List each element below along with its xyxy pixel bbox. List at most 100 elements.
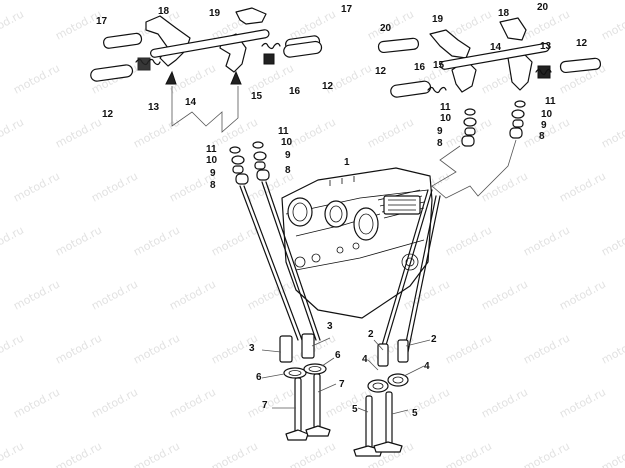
left-arrow-a <box>165 70 177 85</box>
callout-c18b: 18 <box>498 8 510 19</box>
watermark-text: motod.ru <box>443 331 494 366</box>
callout-c12b: 12 <box>322 81 334 92</box>
callout-c3a: 3 <box>249 343 255 354</box>
callout-c4a: 4 <box>362 354 368 365</box>
left-spring-a <box>135 57 161 71</box>
cylinder-head <box>281 167 433 319</box>
callout-c6b: 6 <box>335 350 341 361</box>
callout-c9c: 9 <box>437 126 443 137</box>
watermark-text: motod.ru <box>53 223 104 258</box>
left-zigzag-leader <box>171 86 239 133</box>
callout-c9a: 9 <box>210 168 216 179</box>
callout-c4b: 4 <box>424 361 430 372</box>
watermark-text: motod.ru <box>599 223 625 258</box>
left-valve-stems <box>239 181 321 341</box>
watermark-text: motod.ru <box>599 7 625 42</box>
callout-c12c: 12 <box>375 66 387 77</box>
callout-c7b: 7 <box>339 379 345 390</box>
left-shaft-upper-a <box>103 32 143 49</box>
watermark-text: motod.ru <box>89 277 140 312</box>
callout-c13b: 13 <box>540 41 552 52</box>
watermark-text: motod.ru <box>11 61 62 96</box>
watermark-text: motod.ru <box>521 439 572 468</box>
watermark-text: motod.ru <box>521 115 572 150</box>
watermark-text: motod.ru <box>131 223 182 258</box>
callout-c9b: 9 <box>285 150 291 161</box>
leader-lines <box>261 337 431 415</box>
watermark-text: motod.ru <box>53 331 104 366</box>
watermark-text: motod.ru <box>557 385 608 420</box>
watermark-text: motod.ru <box>479 385 530 420</box>
callout-c9d: 9 <box>541 120 547 131</box>
watermark-text: motod.ru <box>599 115 625 150</box>
watermark-text: motod.ru <box>365 115 416 150</box>
left-rocker-assembly <box>90 7 323 133</box>
watermark-text: motod.ru <box>521 223 572 258</box>
left-shaft-lower-b <box>283 40 323 58</box>
right-valve-keepers <box>461 100 526 147</box>
right-rocker-shaft <box>440 42 550 70</box>
callout-c15a: 15 <box>251 91 263 102</box>
callout-c2a: 2 <box>368 329 374 340</box>
right-shaft-lower-b <box>559 57 602 74</box>
callout-c19b: 19 <box>432 14 444 25</box>
watermark-text: motod.ru <box>0 439 26 468</box>
left-valves <box>285 373 331 441</box>
callout-c2b: 2 <box>431 334 437 345</box>
right-rocker-assembly <box>377 17 602 98</box>
left-valve-keepers <box>229 141 270 185</box>
watermark-text: motod.ru <box>167 277 218 312</box>
right-shaft-upper-a <box>377 37 420 54</box>
callout-c20a: 20 <box>380 23 392 34</box>
watermark-text: motod.ru <box>167 385 218 420</box>
watermark-text: motod.ru <box>209 223 260 258</box>
callout-c7a: 7 <box>262 400 268 411</box>
callout-c13a: 13 <box>148 102 160 113</box>
callout-c14a: 14 <box>185 97 197 108</box>
callout-c11b: 11 <box>278 126 289 137</box>
watermark-text: motod.ru <box>287 115 338 150</box>
watermark-text: motod.ru <box>245 277 296 312</box>
watermark-text: motod.ru <box>401 385 452 420</box>
watermark-text: motod.ru <box>89 385 140 420</box>
callout-c11d: 11 <box>545 96 556 107</box>
callout-c17a: 17 <box>96 16 108 27</box>
callout-c3b: 3 <box>327 321 333 332</box>
watermark-text: motod.ru <box>479 277 530 312</box>
watermark-text: motod.ru <box>599 331 625 366</box>
right-valve-guides <box>377 339 409 367</box>
watermark-text: motod.ru <box>131 331 182 366</box>
watermark-text: motod.ru <box>245 385 296 420</box>
watermark-text: motod.ru <box>11 277 62 312</box>
left-valve-guides <box>279 333 315 363</box>
callout-c6a: 6 <box>256 372 262 383</box>
callout-c5a: 5 <box>352 404 358 415</box>
watermark-text: motod.ru <box>131 115 182 150</box>
callout-c19a: 19 <box>209 8 221 19</box>
left-rocker-shaft <box>150 29 270 58</box>
watermark-text: motod.ru <box>209 439 260 468</box>
watermark-text: motod.ru <box>89 169 140 204</box>
callout-c12d: 12 <box>576 38 588 49</box>
callout-c16a: 16 <box>289 86 301 97</box>
watermark-text: motod.ru <box>287 439 338 468</box>
right-zigzag-leader <box>431 139 517 199</box>
watermark-text: motod.ru <box>53 115 104 150</box>
left-shaft-lower-a <box>90 64 134 82</box>
callout-c8b: 8 <box>285 165 291 176</box>
callout-c20b: 20 <box>537 2 549 13</box>
right-valve-stems <box>379 189 441 353</box>
watermark-text: motod.ru <box>521 331 572 366</box>
watermark-text: motod.ru <box>11 169 62 204</box>
watermark-text: motod.ru <box>443 439 494 468</box>
callout-c5b: 5 <box>412 408 418 419</box>
watermark-text: motod.ru <box>0 115 26 150</box>
right-shaft-lower-a <box>390 80 432 98</box>
left-seat-rings <box>283 363 327 379</box>
watermark-text: motod.ru <box>11 385 62 420</box>
callout-c14b: 14 <box>490 42 502 53</box>
watermark-text: motod.ru <box>167 61 218 96</box>
left-rocker-arm-c <box>235 7 267 25</box>
callout-c8c: 8 <box>437 138 443 149</box>
